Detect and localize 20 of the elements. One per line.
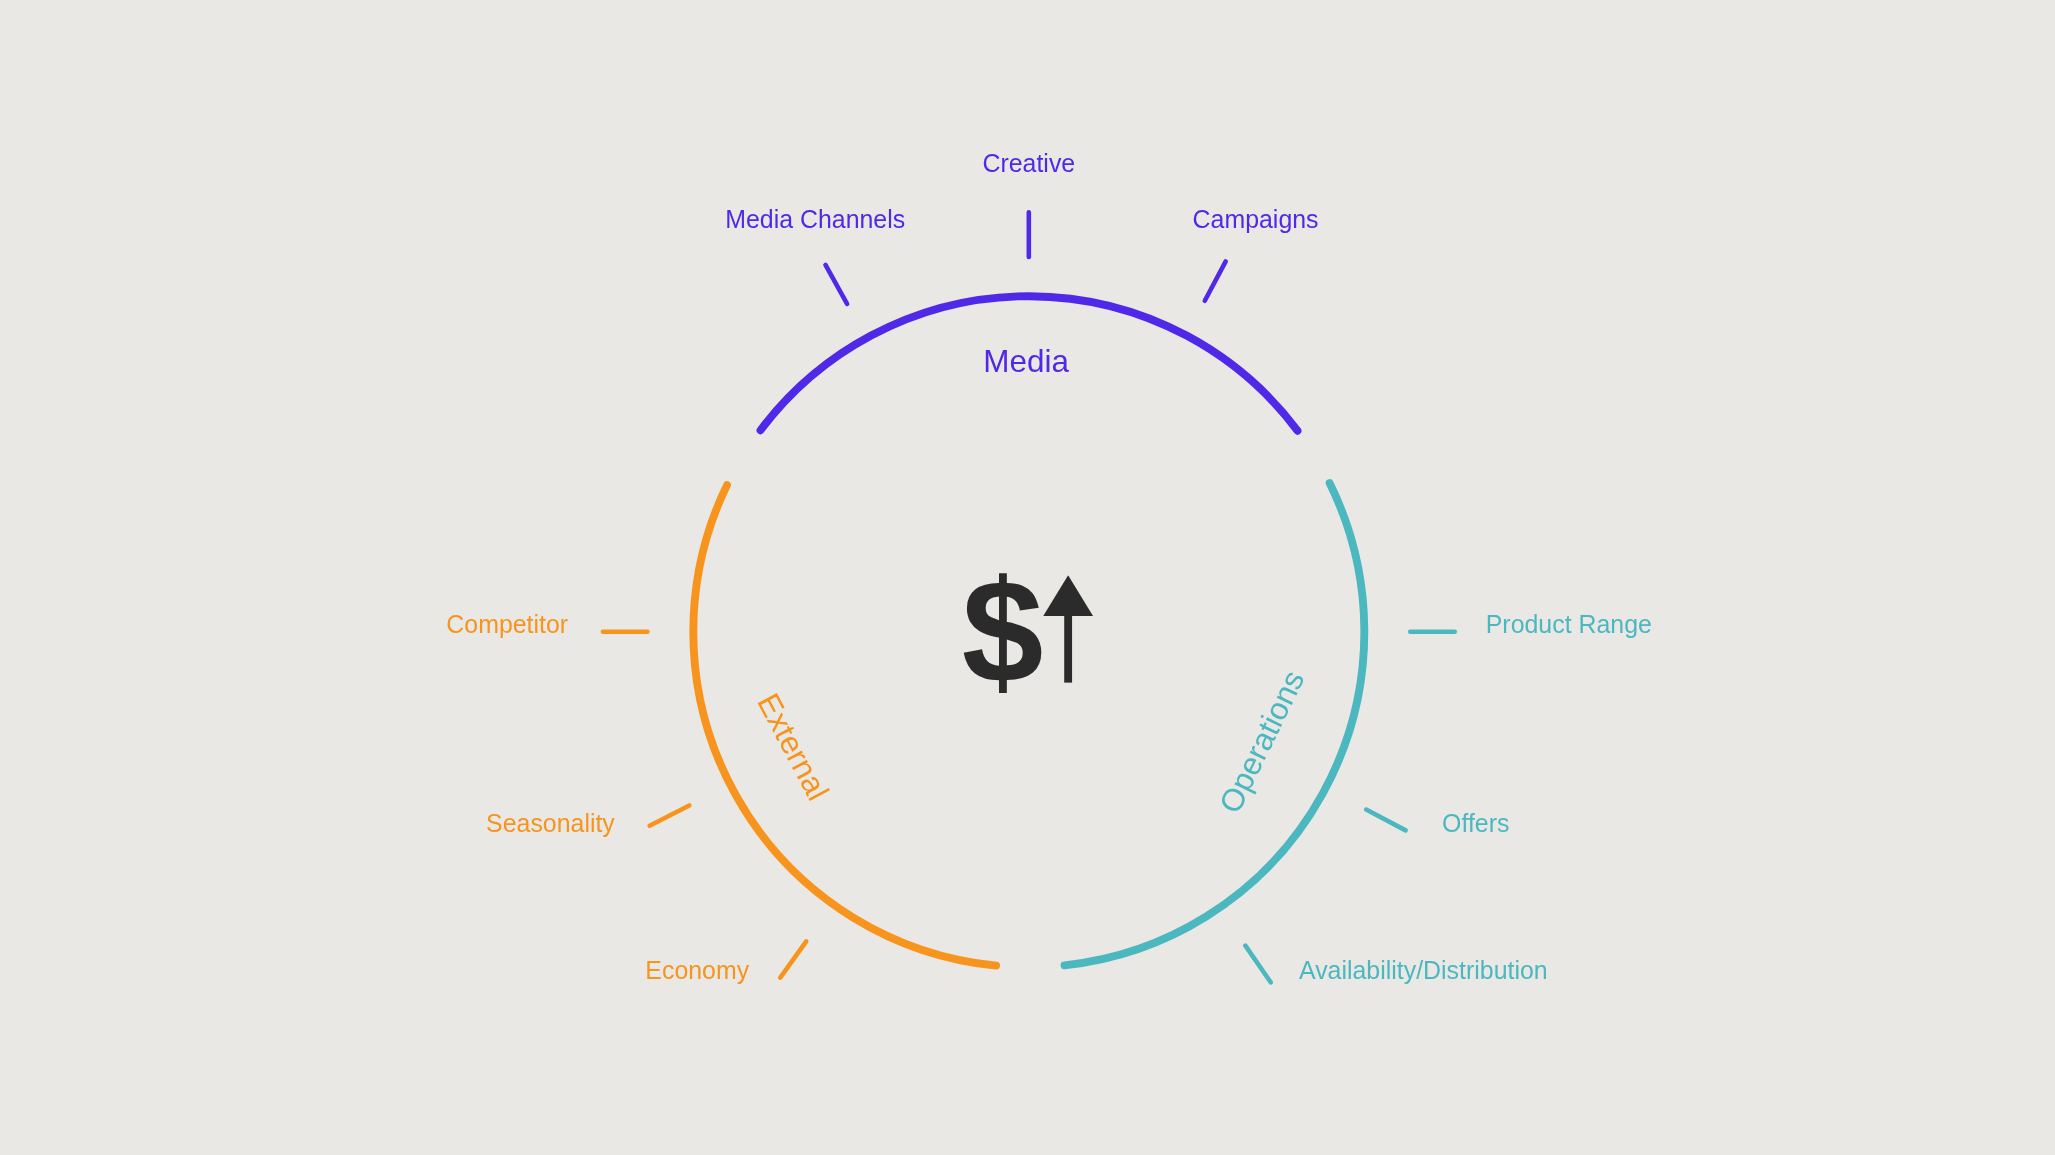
dollar-sign: $ bbox=[961, 558, 1044, 706]
factor-label: Product Range bbox=[1485, 610, 1652, 640]
tick-line bbox=[1243, 943, 1273, 985]
tick-line bbox=[1363, 807, 1408, 833]
tick-line bbox=[777, 939, 809, 980]
factor-label: Creative bbox=[982, 149, 1076, 179]
factor-label: Campaigns bbox=[1192, 205, 1319, 235]
factor-label: Economy bbox=[645, 956, 750, 986]
factor-label: Seasonality bbox=[486, 809, 615, 839]
tick-line bbox=[1407, 629, 1458, 634]
factor-label: Competitor bbox=[446, 610, 569, 640]
tick-line bbox=[600, 629, 650, 634]
factor-label: Media Channels bbox=[725, 205, 906, 235]
factor-label: Offers bbox=[1442, 809, 1510, 839]
factor-label: Availability/Distribution bbox=[1299, 956, 1548, 986]
tick-line bbox=[1026, 210, 1032, 260]
segment-label: Media bbox=[983, 343, 1070, 381]
tick-line bbox=[647, 803, 692, 829]
tick-line bbox=[823, 262, 850, 307]
tick-line bbox=[1202, 259, 1228, 304]
